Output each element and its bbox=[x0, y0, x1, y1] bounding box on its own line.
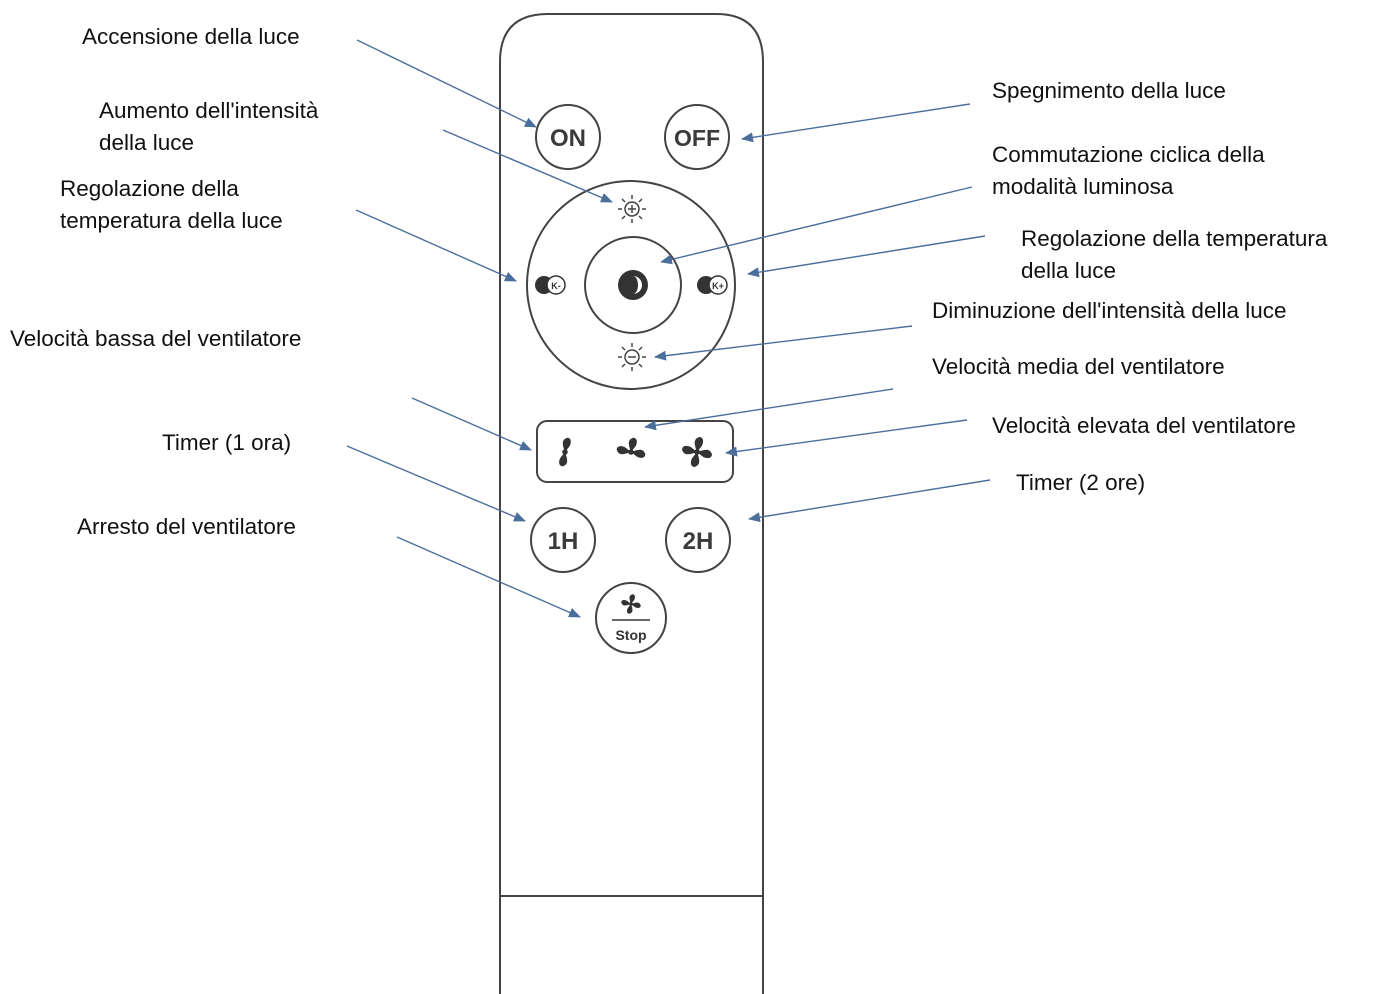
arrow-fan-stop bbox=[396, 536, 581, 618]
label-color-temp-right: Regolazione della temperatura della luce bbox=[1021, 223, 1327, 287]
label-color-temp-left-line2: temperatura della luce bbox=[60, 208, 283, 233]
k-plus-label: K+ bbox=[712, 281, 724, 291]
label-brightness-up: Aumento dell'intensità della luce bbox=[99, 95, 318, 159]
fan-stop-icon bbox=[621, 594, 641, 614]
fan-high-icon bbox=[682, 437, 712, 467]
fan-low-button[interactable] bbox=[559, 437, 571, 467]
arrow-color-temp-left bbox=[355, 209, 517, 282]
label-mode-cycle: Commutazione ciclica della modalità lumi… bbox=[992, 139, 1265, 203]
label-brightness-up-line2: della luce bbox=[99, 130, 195, 155]
arrow-timer-2h bbox=[748, 479, 991, 523]
label-mode-cycle-line2: modalità luminosa bbox=[992, 174, 1174, 199]
k-minus-icon: K- bbox=[535, 275, 566, 295]
fan-medium-icon bbox=[616, 437, 646, 458]
mode-cycle-button[interactable] bbox=[584, 236, 682, 334]
label-fan-stop: Arresto del ventilatore bbox=[77, 514, 296, 539]
arrow-timer-1h bbox=[346, 445, 526, 522]
label-timer-2h: Timer (2 ore) bbox=[1016, 470, 1146, 495]
on-button-label: ON bbox=[550, 125, 586, 152]
label-light-on: Accensione della luce bbox=[82, 24, 300, 49]
fan-stop-label: Stop bbox=[615, 627, 646, 643]
label-color-temp-right-line2: della luce bbox=[1021, 258, 1117, 283]
fan-medium-button[interactable] bbox=[616, 437, 646, 458]
label-light-off: Spegnimento della luce bbox=[992, 78, 1226, 103]
label-timer-1h: Timer (1 ora) bbox=[162, 430, 292, 455]
arrow-brightness-up bbox=[442, 129, 613, 203]
arrow-fan-low bbox=[411, 397, 532, 451]
label-fan-medium: Velocità media del ventilatore bbox=[932, 354, 1225, 379]
remote-body bbox=[499, 13, 764, 994]
timer-1h-button[interactable]: 1H bbox=[530, 507, 596, 573]
arrow-color-temp-right bbox=[747, 235, 986, 278]
fan-stop-button[interactable]: Stop bbox=[595, 582, 667, 654]
label-mode-cycle-line1: Commutazione ciclica della bbox=[992, 142, 1265, 167]
off-button-label: OFF bbox=[674, 125, 720, 151]
label-color-temp-left: Regolazione della temperatura della luce bbox=[60, 173, 283, 237]
color-temp-up-button[interactable]: K+ bbox=[697, 275, 728, 295]
arrow-light-on bbox=[356, 39, 537, 128]
arrow-mode-cycle bbox=[660, 186, 973, 265]
k-minus-label: K- bbox=[551, 281, 561, 291]
brightness-down-button[interactable] bbox=[618, 343, 646, 371]
k-plus-icon: K+ bbox=[697, 275, 728, 295]
arrow-light-off bbox=[741, 103, 971, 143]
label-color-temp-right-line1: Regolazione della temperatura bbox=[1021, 226, 1328, 251]
timer-2h-button[interactable]: 2H bbox=[665, 507, 731, 573]
label-color-temp-left-line1: Regolazione della bbox=[60, 176, 239, 201]
arrow-fan-medium bbox=[644, 388, 894, 431]
label-fan-high: Velocità elevata del ventilatore bbox=[992, 413, 1296, 438]
sun-minus-icon bbox=[618, 343, 646, 371]
timer-1h-button-label: 1H bbox=[548, 528, 579, 555]
color-temp-down-button[interactable]: K- bbox=[535, 275, 566, 295]
arrow-brightness-down bbox=[654, 325, 913, 361]
arrow-fan-high bbox=[725, 419, 968, 457]
label-brightness-down: Diminuzione dell'intensità della luce bbox=[932, 298, 1287, 323]
half-moon-icon bbox=[618, 270, 648, 300]
fan-low-icon bbox=[559, 437, 571, 467]
timer-2h-button-label: 2H bbox=[683, 528, 714, 555]
off-button[interactable]: OFF bbox=[664, 104, 730, 170]
fan-high-button[interactable] bbox=[682, 437, 712, 467]
sun-plus-icon bbox=[618, 195, 646, 223]
label-brightness-up-line1: Aumento dell'intensità bbox=[99, 98, 319, 123]
brightness-up-button[interactable] bbox=[618, 195, 646, 223]
label-fan-low: Velocità bassa del ventilatore bbox=[10, 326, 302, 351]
on-button[interactable]: ON bbox=[535, 104, 601, 170]
